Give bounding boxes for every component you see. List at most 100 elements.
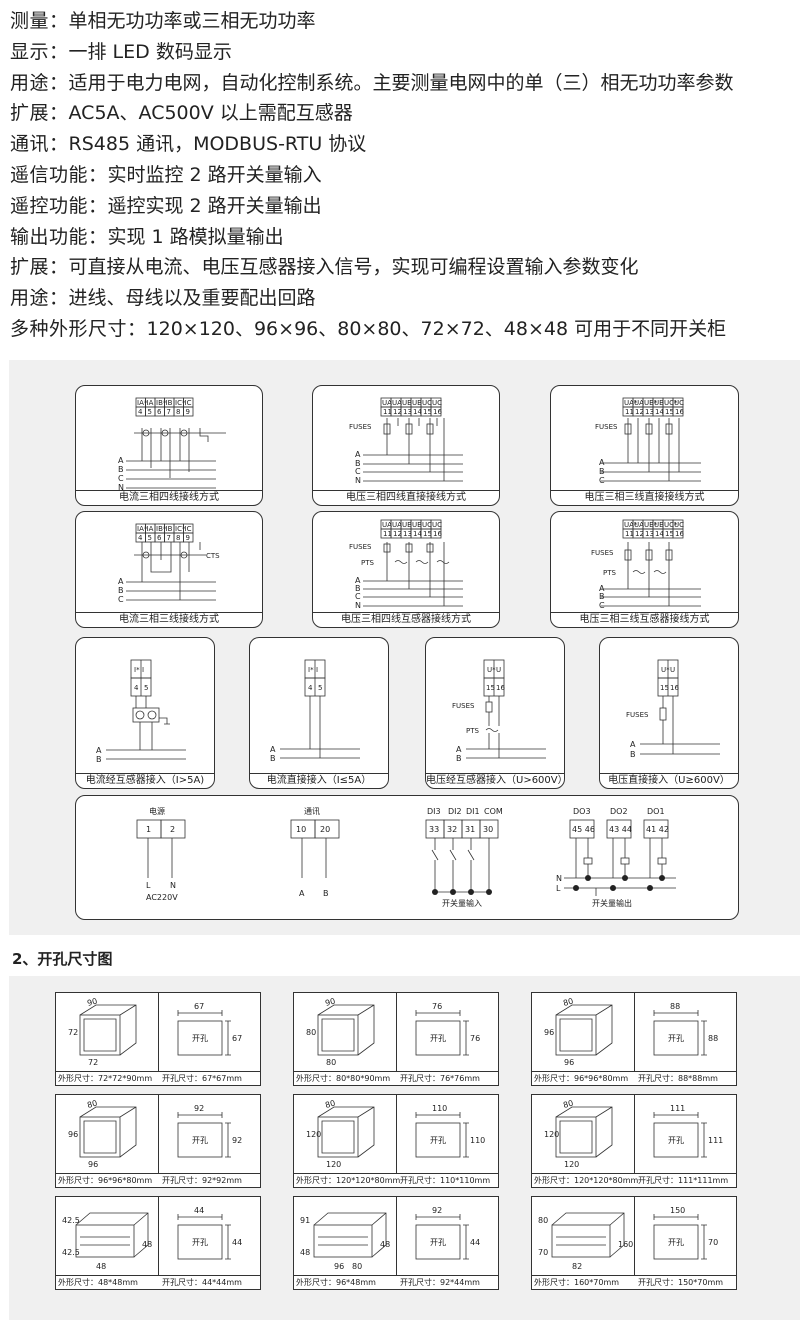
- dim-box: 48: [380, 1240, 390, 1249]
- line-label: B: [599, 592, 605, 601]
- hole-label: 开孔: [192, 1136, 208, 1145]
- line-label: A: [118, 577, 124, 586]
- do-label: DO2: [610, 807, 628, 816]
- term-label: U*: [661, 666, 670, 674]
- di-num: 31: [465, 825, 475, 834]
- dim-depth: 80: [86, 1099, 98, 1110]
- hole-height: 44: [232, 1238, 242, 1247]
- line-label: A: [118, 456, 124, 465]
- term-label: UC: [422, 521, 432, 529]
- dim-width: 72: [88, 1058, 98, 1067]
- divider: [56, 1275, 260, 1276]
- hole-height: 76: [470, 1034, 480, 1043]
- line-label: B: [270, 754, 276, 763]
- term-num: 11: [625, 530, 634, 538]
- hole-size: 开孔尺寸：88*88mm: [638, 1074, 718, 1083]
- dim-box: 160: [618, 1240, 633, 1249]
- hole-height: 110: [470, 1136, 485, 1145]
- line-label: B: [355, 459, 361, 468]
- fuses-label: FUSES: [452, 702, 475, 710]
- dim-width: 80: [326, 1058, 336, 1067]
- term-label: UA: [382, 399, 392, 407]
- dim-height: 80: [306, 1028, 316, 1037]
- wiring-card-single-voltage-pt: U* U 15 16 FUSES PTS A B 电压经互感器接入（U>600V…: [425, 637, 568, 789]
- term-label: U: [496, 666, 501, 674]
- divider: [158, 993, 159, 1071]
- divider: [294, 1071, 498, 1072]
- term-label: UA: [634, 399, 644, 407]
- line-label: C: [355, 467, 361, 476]
- dimension-drawing: 90 80 80 76 76 开孔: [306, 997, 480, 1067]
- dim-width: 96: [564, 1058, 574, 1067]
- do-caption: 开关量输出: [592, 898, 632, 908]
- diagram-caption: 电流经互感器接入（I>5A): [76, 773, 214, 788]
- hole-width: 92: [432, 1206, 442, 1215]
- line-label: A: [599, 458, 605, 467]
- dimension-drawing: 90 72 72 67 67 开孔: [68, 997, 242, 1067]
- dimension-drawing: 80 120 120 110 110 开孔: [306, 1099, 485, 1169]
- spec-line: 显示：一排 LED 数码显示: [10, 40, 232, 63]
- hole-size: 开孔尺寸：150*70mm: [638, 1278, 724, 1287]
- line-label: B: [118, 586, 124, 595]
- dim-width: 120: [326, 1160, 341, 1169]
- term-label: IA: [147, 525, 154, 533]
- term-num: 14: [655, 408, 664, 416]
- term-num: 7: [167, 534, 171, 542]
- diagram-caption: 电流三相三线接线方式: [76, 612, 262, 627]
- hole-width: 88: [670, 1002, 680, 1011]
- term-num: 16: [670, 684, 679, 692]
- term-num: 14: [413, 530, 422, 538]
- line-label: A: [96, 746, 102, 755]
- outer-size: 外形尺寸：120*120*80mm: [534, 1176, 639, 1185]
- term-label: UB: [654, 399, 664, 407]
- cutout-card: 80 96 96 92 92 开孔 外形尺寸：96*96*80mm 开孔尺寸：9…: [55, 1094, 261, 1188]
- term-label: UB*: [644, 521, 658, 529]
- term-num: 11: [625, 408, 634, 416]
- spec-line: 遥信功能：实时监控 2 路开关量输入: [10, 163, 322, 186]
- term-num: 5: [318, 684, 322, 692]
- term-label: UB: [402, 399, 412, 407]
- dimension-drawing: 80 120 120 111 111 开孔: [544, 1099, 723, 1169]
- line-label: A: [355, 576, 361, 585]
- fuses-label: FUSES: [591, 549, 614, 557]
- term-num: 13: [403, 408, 412, 416]
- spec-line: 通讯：RS485 通讯，MODBUS-RTU 协议: [10, 133, 367, 156]
- spec-line: 多种外形尺寸：120×120、96×96、80×80、72×72、48×48 可…: [10, 317, 727, 340]
- hole-size: 开孔尺寸：110*110mm: [400, 1176, 491, 1185]
- term-label: UB: [412, 399, 422, 407]
- hole-width: 67: [194, 1002, 204, 1011]
- hole-size: 开孔尺寸：67*67mm: [162, 1074, 242, 1083]
- dim-height: 72: [68, 1028, 78, 1037]
- line-label: A: [630, 740, 636, 749]
- term-label: UC*: [664, 399, 678, 407]
- line-label: A: [599, 584, 605, 593]
- term-num: 15: [423, 530, 432, 538]
- spec-line: 用途：进线、母线以及重要配出回路: [10, 287, 316, 310]
- outer-size: 外形尺寸：48*48mm: [58, 1278, 138, 1287]
- term-num: 8: [176, 534, 180, 542]
- hole-height: 70: [708, 1238, 718, 1247]
- line-label: A: [270, 745, 276, 754]
- line-label: A: [355, 450, 361, 459]
- dim-box: 42.5: [62, 1216, 80, 1225]
- power-term: 1: [146, 825, 151, 834]
- term-num: 13: [403, 530, 412, 538]
- divider: [532, 1173, 736, 1174]
- term-num: 5: [148, 408, 152, 416]
- hole-width: 44: [194, 1206, 204, 1215]
- divider: [532, 1275, 736, 1276]
- diagram-caption: 电压直接接入（U≥600V）: [600, 773, 738, 788]
